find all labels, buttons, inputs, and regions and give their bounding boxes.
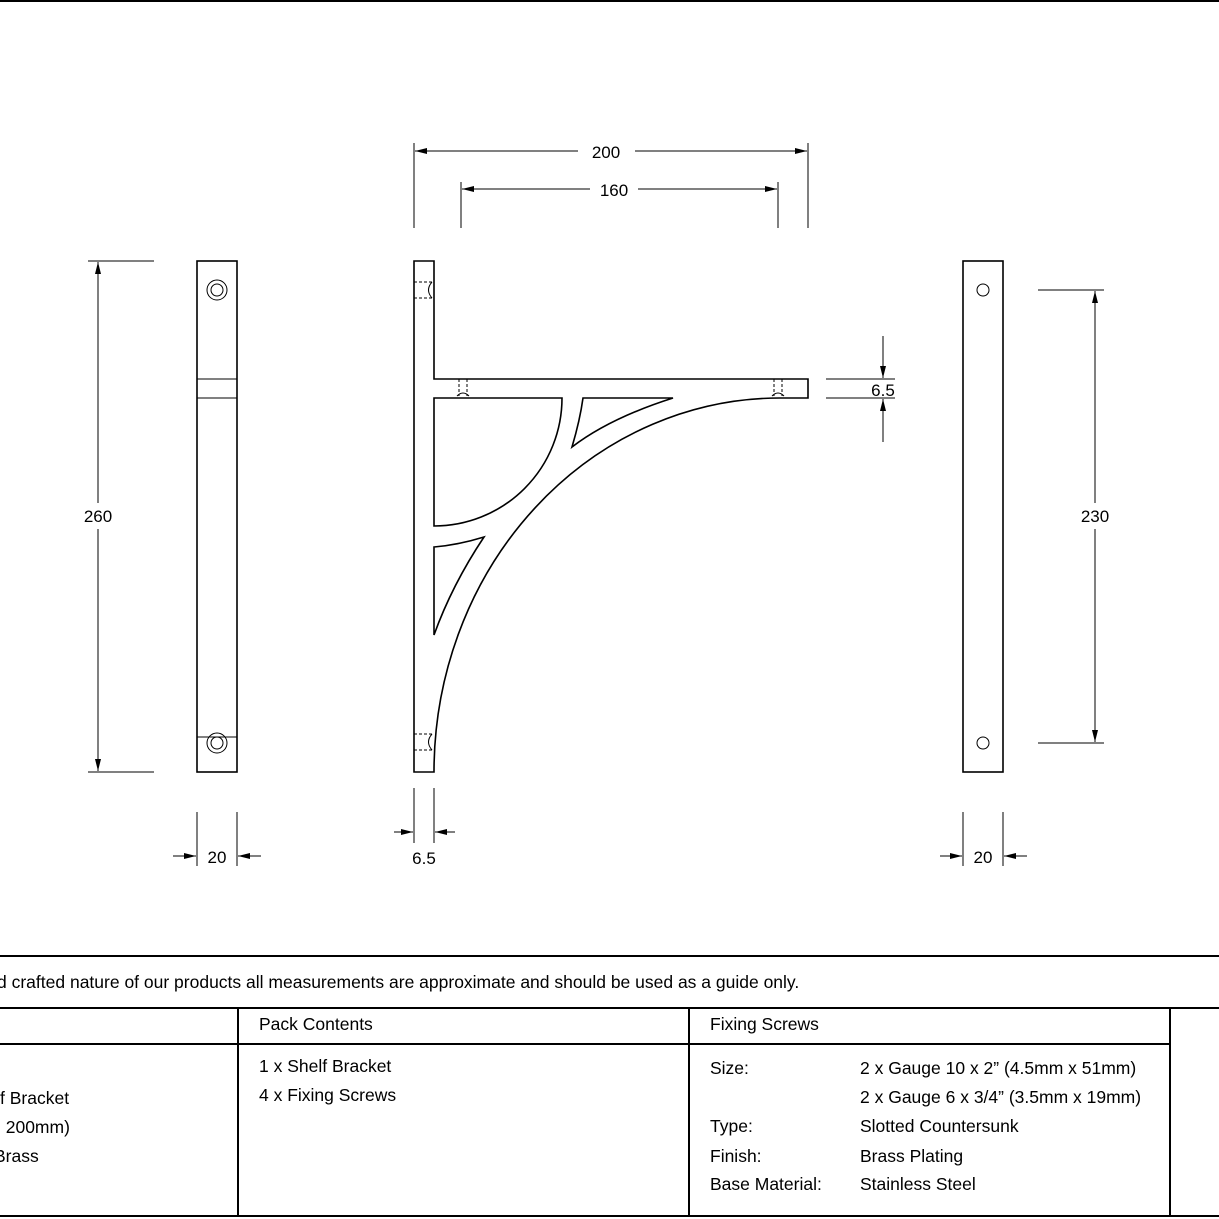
dim-label-left-width: 20 bbox=[208, 848, 227, 867]
dim-label-height-left: 260 bbox=[84, 507, 112, 526]
fixing-screws-header: Fixing Screws bbox=[710, 1014, 819, 1034]
dim-label-right-width: 20 bbox=[974, 848, 993, 867]
finish-label: Finish: bbox=[710, 1146, 762, 1166]
pack-contents-header: Pack Contents bbox=[259, 1014, 373, 1034]
product-line: : 200mm) bbox=[0, 1117, 70, 1137]
disclaimer-text: d crafted nature of our products all mea… bbox=[0, 972, 800, 992]
dim-label-plate-thickness: 6.5 bbox=[412, 849, 436, 868]
left-view-plate bbox=[196, 260, 238, 773]
bracket-cutout-lower bbox=[433, 535, 486, 636]
size-value: 2 x Gauge 10 x 2” (4.5mm x 51mm) bbox=[860, 1058, 1137, 1078]
side-view: 200 160 6.5 6.5 bbox=[394, 143, 895, 868]
dim-label-overall-width: 200 bbox=[592, 143, 620, 162]
right-view: 230 20 bbox=[940, 260, 1109, 867]
bracket-outline bbox=[413, 260, 809, 773]
size-value: 2 x Gauge 6 x 3/4” (3.5mm x 19mm) bbox=[860, 1087, 1142, 1107]
right-view-plate bbox=[962, 260, 1004, 773]
screw-hole-icon bbox=[771, 379, 785, 397]
screw-hole-icon bbox=[206, 732, 228, 754]
screw-hole-icon bbox=[976, 283, 990, 297]
screw-hole-icon bbox=[414, 733, 433, 751]
dim-label-height-right: 230 bbox=[1081, 507, 1109, 526]
dim-label-inner-width: 160 bbox=[600, 181, 628, 200]
screw-hole-icon bbox=[456, 379, 470, 397]
screw-hole-icon bbox=[414, 281, 433, 299]
bracket-cutout-upper bbox=[570, 397, 674, 450]
type-label: Type: bbox=[710, 1116, 753, 1136]
size-label: Size: bbox=[710, 1058, 749, 1078]
left-view: 260 20 bbox=[84, 260, 261, 867]
product-line: f Bracket bbox=[0, 1088, 70, 1108]
screw-hole-icon bbox=[206, 279, 228, 301]
pack-contents-item: 1 x Shelf Bracket bbox=[259, 1056, 392, 1076]
type-value: Slotted Countersunk bbox=[860, 1116, 1019, 1136]
screw-hole-icon bbox=[976, 736, 990, 750]
material-value: Stainless Steel bbox=[860, 1174, 976, 1194]
material-label: Base Material: bbox=[710, 1174, 822, 1194]
bracket-cutout-quarter bbox=[433, 397, 563, 527]
product-line: Brass bbox=[0, 1146, 39, 1166]
pack-contents-item: 4 x Fixing Screws bbox=[259, 1085, 397, 1105]
finish-value: Brass Plating bbox=[860, 1146, 964, 1166]
dim-label-arm-thickness: 6.5 bbox=[871, 381, 895, 400]
